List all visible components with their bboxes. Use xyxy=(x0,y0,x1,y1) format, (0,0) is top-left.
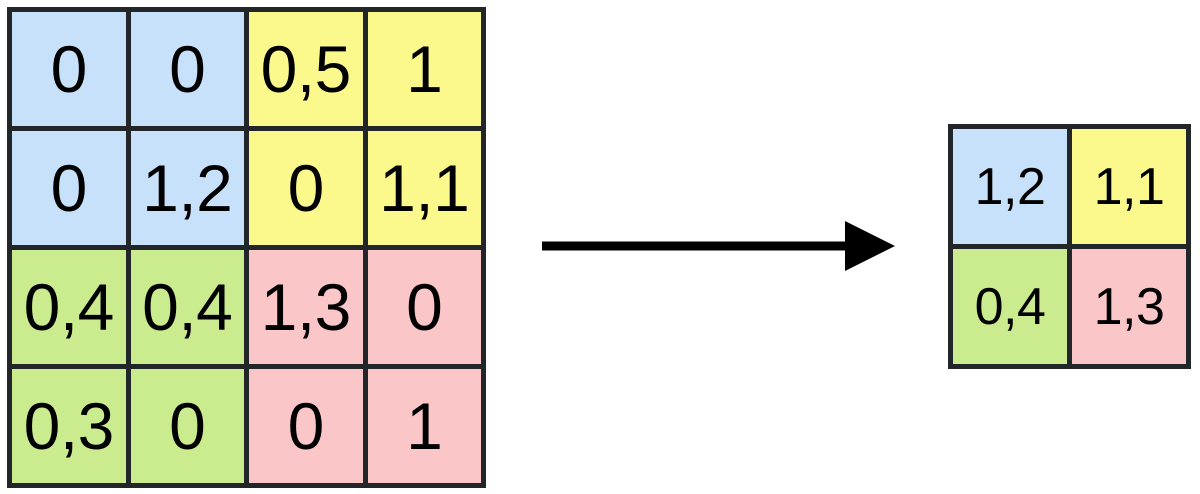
input-cell-r3c3: 1,3 xyxy=(249,250,363,364)
input-cell-r2c4-value: 1,1 xyxy=(379,151,470,225)
input-cell-r3c3-value: 1,3 xyxy=(260,270,352,344)
input-cell-r1c4: 1 xyxy=(367,12,481,126)
input-cell-r1c3: 0,5 xyxy=(249,12,363,126)
input-cell-r4c4-value: 1 xyxy=(406,389,443,463)
input-cell-r3c1-value: 0,4 xyxy=(23,270,115,344)
input-cell-r1c1-value: 0 xyxy=(50,32,88,106)
input-cell-r1c3-value: 0,5 xyxy=(260,32,352,106)
input-cell-r2c2-value: 1,2 xyxy=(142,151,233,225)
input-cell-r2c3-value: 0 xyxy=(287,151,325,225)
input-cell-r4c2-value: 0 xyxy=(169,389,206,463)
input-cell-r4c3: 0 xyxy=(249,369,363,483)
output-cell-r1c2-value: 1,1 xyxy=(1093,157,1165,216)
input-matrix: 0 0 0,5 1 0 1,2 0 1,1 0,4 0,4 1,3 0 0,3 … xyxy=(7,7,486,488)
input-cell-r1c2: 0 xyxy=(130,12,244,126)
input-cell-r1c1: 0 xyxy=(12,12,126,126)
arrow-head xyxy=(845,221,895,271)
output-cell-r2c2-value: 1,3 xyxy=(1093,277,1165,336)
output-cell-r1c1: 1,2 xyxy=(953,129,1067,244)
input-cell-r2c3: 0 xyxy=(249,131,363,245)
input-cell-r1c4-value: 1 xyxy=(406,32,443,106)
output-matrix: 1,2 1,1 0,4 1,3 xyxy=(948,124,1191,369)
input-cell-r4c1: 0,3 xyxy=(12,369,126,483)
input-cell-r3c2: 0,4 xyxy=(130,250,244,364)
input-cell-r4c1-value: 0,3 xyxy=(23,389,115,463)
input-cell-r2c2: 1,2 xyxy=(130,131,244,245)
output-cell-r1c1-value: 1,2 xyxy=(974,157,1046,216)
input-cell-r3c2-value: 0,4 xyxy=(142,270,233,344)
input-cell-r3c4-value: 0 xyxy=(406,270,443,344)
input-cell-r2c1-value: 0 xyxy=(50,151,88,225)
input-cell-r2c1: 0 xyxy=(12,131,126,245)
input-cell-r4c2: 0 xyxy=(130,369,244,483)
output-cell-r2c1-value: 0,4 xyxy=(974,277,1046,336)
output-cell-r1c2: 1,1 xyxy=(1072,129,1186,244)
input-cell-r3c4: 0 xyxy=(367,250,481,364)
input-cell-r4c3-value: 0 xyxy=(287,389,325,463)
output-cell-r2c2: 1,3 xyxy=(1072,249,1186,364)
input-cell-r3c1: 0,4 xyxy=(12,250,126,364)
input-cell-r4c4: 1 xyxy=(367,369,481,483)
input-cell-r1c2-value: 0 xyxy=(169,32,206,106)
transform-arrow-icon xyxy=(542,221,895,271)
input-cell-r2c4: 1,1 xyxy=(367,131,481,245)
output-cell-r2c1: 0,4 xyxy=(953,249,1067,364)
